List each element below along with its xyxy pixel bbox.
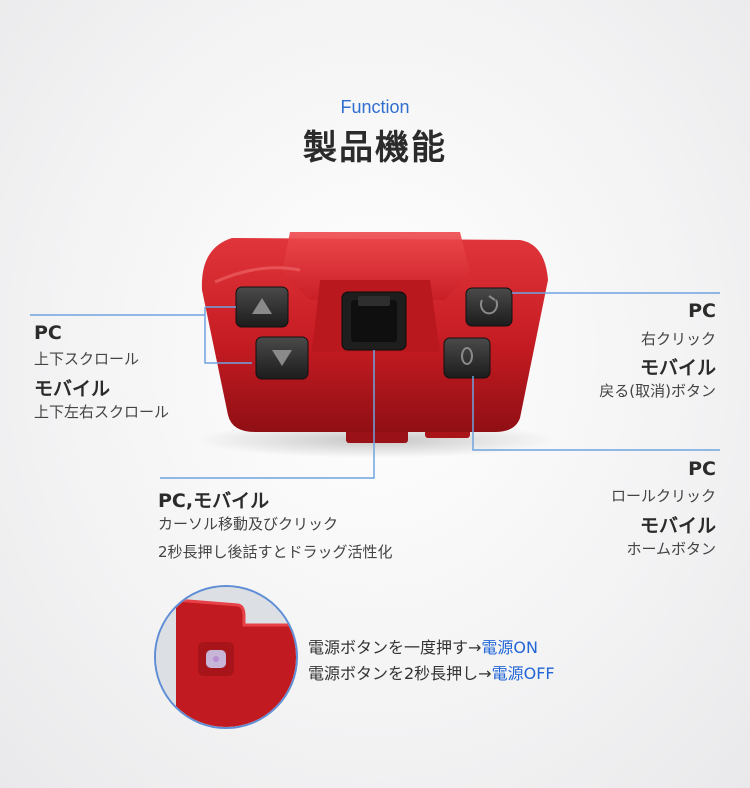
right-bottom-mobile-heading: モバイル [639, 515, 716, 537]
right-bottom-pc-heading: PC [688, 458, 716, 480]
callout-line-left [30, 306, 252, 364]
right-bottom-pc-desc: ロールクリック [610, 487, 716, 505]
power-on-prefix: 電源ボタンを一度押す→ [308, 638, 482, 657]
right-top-mobile-heading: モバイル [639, 357, 716, 379]
down-arrow-icon [272, 350, 292, 366]
right-top-pc-heading: PC [688, 300, 716, 322]
up-arrow-icon [252, 298, 272, 314]
power-off-status: 電源OFF [491, 664, 555, 683]
power-on-instruction: 電源ボタンを一度押す→電源ON [308, 634, 538, 658]
power-button-closeup [154, 585, 298, 729]
callout-line-center [160, 350, 375, 479]
center-heading: PC,モバイル [158, 490, 270, 512]
center-desc-1: カーソル移動及びクリック [158, 515, 339, 533]
left-pc-heading: PC [34, 322, 62, 344]
right-click-button [465, 287, 513, 327]
down-button [255, 336, 309, 380]
power-off-prefix: 電源ボタンを2秒長押し→ [308, 664, 492, 683]
right-top-pc-desc: 右クリック [640, 330, 716, 348]
right-bottom-mobile-desc: ホームボタン [626, 540, 716, 558]
left-mobile-desc: 上下左右スクロール [34, 403, 170, 421]
wheel-click-button [443, 337, 491, 379]
callout-line-right-bottom [472, 376, 720, 451]
page-title: 製品機能 [303, 128, 447, 168]
up-button [235, 286, 289, 328]
power-on-status: 電源ON [481, 638, 538, 657]
center-desc-2: 2秒長押し後話すとドラッグ活性化 [158, 543, 393, 561]
power-off-instruction: 電源ボタンを2秒長押し→電源OFF [308, 660, 555, 684]
optical-trackpad-button [341, 291, 407, 351]
left-pc-desc: 上下スクロール [34, 350, 140, 368]
right-top-mobile-desc: 戻る(取消)ボタン [599, 382, 716, 400]
right-click-icon [480, 299, 498, 315]
scroll-wheel-icon [461, 347, 473, 365]
section-kicker: Function [340, 97, 410, 117]
left-mobile-heading: モバイル [34, 378, 111, 400]
